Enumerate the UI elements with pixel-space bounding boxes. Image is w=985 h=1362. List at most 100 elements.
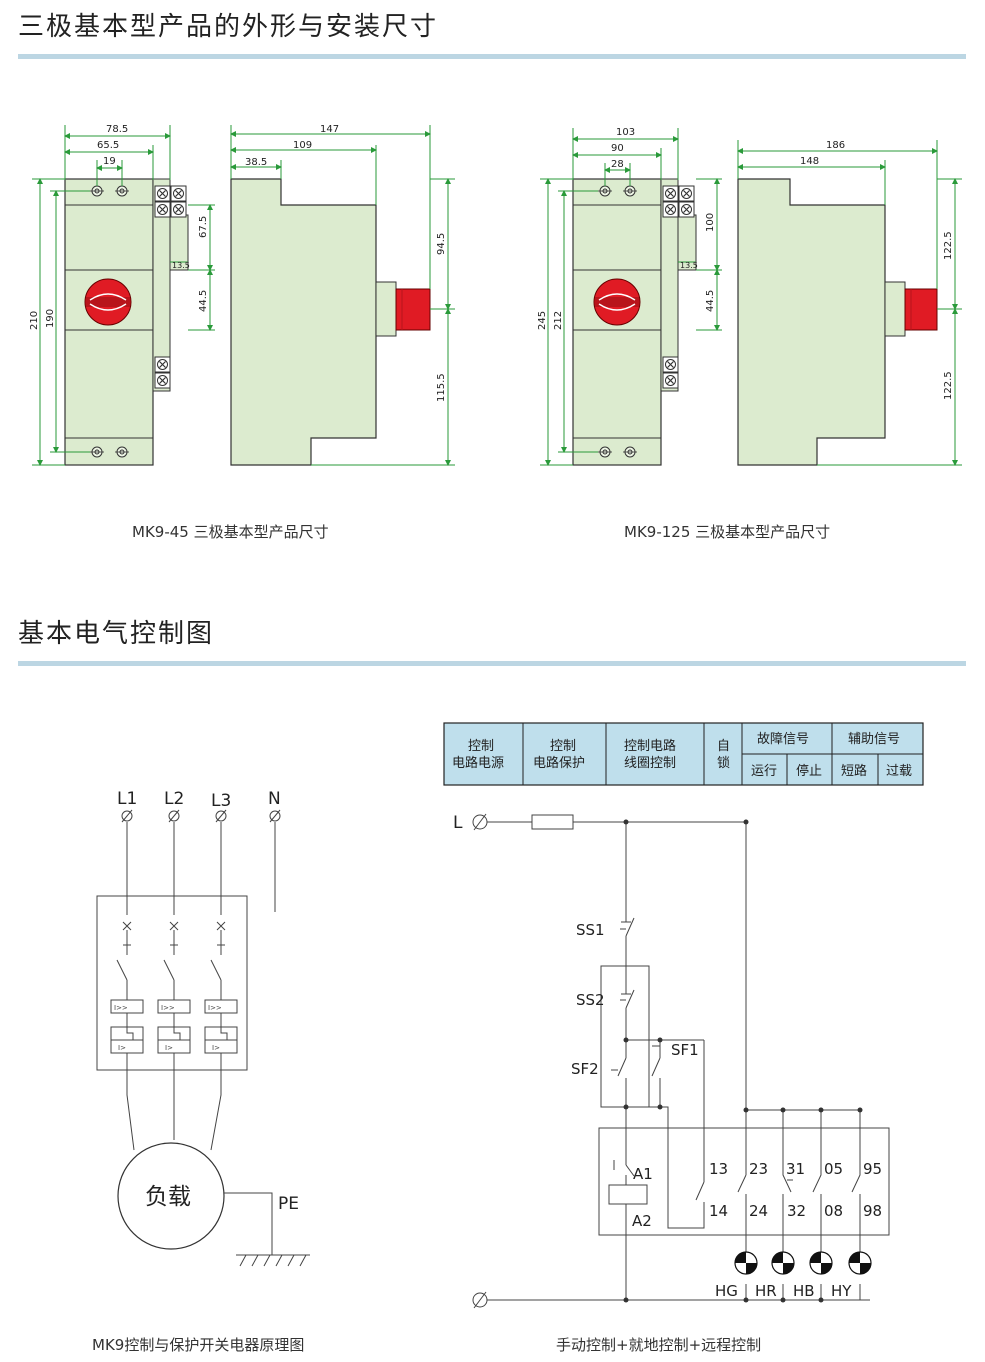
- lamp-label-hr: HR: [755, 1282, 777, 1300]
- table-header: 电路电源: [452, 755, 504, 771]
- load-label: 负载: [145, 1184, 191, 1210]
- indicator-lamps: [734, 1251, 872, 1275]
- section-title-control: 基本电气控制图: [18, 619, 215, 649]
- svg-text:I>: I>: [118, 1044, 126, 1052]
- schematic2-labels: L SS1 SS2 SF2 SF1 A1 A2 13 14 23 24 31 3…: [453, 813, 882, 1300]
- dim-label: 122.5: [943, 231, 954, 260]
- svg-text:I>: I>: [165, 1044, 173, 1052]
- table-header: 电路保护: [533, 755, 585, 771]
- pe-label: PE: [278, 1194, 299, 1214]
- switch-label-ss1: SS1: [576, 921, 605, 939]
- svg-text:I>>: I>>: [161, 1004, 175, 1012]
- dim-label: 122.5: [943, 371, 954, 400]
- terminal-label: 08: [824, 1202, 843, 1220]
- phase-label-n: N: [268, 789, 281, 809]
- dim-label: 13.5: [172, 261, 190, 270]
- lamp-label-hy: HY: [831, 1282, 852, 1300]
- drawing1-dim-labels: 78.5 65.5 19 210 190 67.5 44.5 13.5: [29, 124, 209, 330]
- drawing1-dimensions: [32, 125, 215, 466]
- drawing2-caption: MK9-125 三极基本型产品尺寸: [624, 523, 831, 541]
- table-cell: 短路: [841, 763, 867, 779]
- dim-label: 115.5: [436, 373, 447, 402]
- terminal-label: 14: [709, 1202, 728, 1220]
- drawing2-front-view: [572, 178, 697, 466]
- schematic1-terminals: [121, 809, 281, 823]
- dim-label: 103: [616, 127, 635, 138]
- dim-label: 212: [553, 311, 564, 330]
- dim-label: 90: [611, 143, 624, 154]
- table-header: 线圈控制: [624, 756, 676, 771]
- table-cell: 过载: [886, 764, 912, 779]
- terminal-label: 32: [787, 1202, 806, 1220]
- dim-label: 28: [611, 159, 624, 170]
- table-cell: 运行: [751, 764, 777, 779]
- dim-label: 147: [320, 124, 339, 135]
- dim-label: 109: [293, 140, 312, 151]
- dim-label: 148: [800, 156, 819, 167]
- drawing1-side-dims: [230, 125, 455, 466]
- svg-text:I>: I>: [212, 1044, 220, 1052]
- section-title-dimensions: 三极基本型产品的外形与安装尺寸: [18, 12, 439, 42]
- coil-label-a2: A2: [632, 1212, 652, 1230]
- switch-label-ss2: SS2: [576, 991, 605, 1009]
- switch-label-sf1: SF1: [671, 1041, 699, 1059]
- drawing1-side-labels: 147 109 38.5 94.5 115.5: [245, 124, 447, 402]
- dim-label: 186: [826, 140, 845, 151]
- terminal-label: 23: [749, 1160, 768, 1178]
- dim-label: 94.5: [436, 233, 447, 255]
- drawing2-dim-labels: 103 90 28 245 212 100 44.5 13.5: [537, 127, 716, 330]
- switch-label-sf2: SF2: [571, 1060, 599, 1078]
- coil-label-a1: A1: [633, 1165, 653, 1183]
- drawing1-side-view: [230, 178, 431, 466]
- section-divider: [18, 661, 966, 666]
- schematic1: [96, 822, 310, 1267]
- line-label: L: [453, 813, 463, 833]
- table-header: 自: [717, 739, 730, 754]
- terminal-label: 24: [749, 1202, 768, 1220]
- drawing1-front-view: [64, 178, 189, 466]
- drawing2-side-view: [737, 178, 938, 466]
- svg-text:I>>: I>>: [114, 1004, 128, 1012]
- drawing2-side-labels: 186 148 122.5 122.5: [800, 140, 954, 400]
- dim-label: 44.5: [705, 290, 716, 312]
- dim-label: 65.5: [97, 140, 119, 151]
- function-table: 控制 电路电源 控制 电路保护 控制电路 线圈控制 自 锁 故障信号 辅助信号 …: [443, 722, 924, 786]
- dim-label: 13.5: [680, 261, 698, 270]
- junction-dots: [623, 819, 863, 1303]
- dim-label: 100: [705, 213, 716, 232]
- schematic2-wiring: [472, 813, 890, 1309]
- dim-label: 245: [537, 311, 548, 330]
- drawing2-dimensions: [540, 128, 722, 466]
- section-divider: [18, 54, 966, 59]
- table-header: 控制: [550, 739, 576, 754]
- terminal-label: 13: [709, 1160, 728, 1178]
- lamp-label-hg: HG: [715, 1282, 738, 1300]
- dim-label: 67.5: [198, 216, 209, 238]
- table-header: 控制电路: [624, 738, 676, 754]
- terminal-label: 31: [786, 1160, 805, 1178]
- drawing2-side-dims: [737, 140, 962, 466]
- schematic1-labels: L1 L2 L3 N 负载 PE: [117, 789, 299, 1214]
- phase-label-l2: L2: [164, 789, 184, 809]
- dim-label: 38.5: [245, 157, 267, 168]
- dim-label: 19: [103, 156, 116, 167]
- terminal-label: 95: [863, 1160, 882, 1178]
- phase-label-l3: L3: [211, 791, 231, 811]
- dim-label: 190: [45, 309, 56, 328]
- terminal-label: 98: [863, 1202, 882, 1220]
- phase-label-l1: L1: [117, 789, 137, 809]
- trip-symbols: I>> I>> I>> I> I> I>: [114, 1004, 222, 1052]
- dim-label: 210: [29, 311, 40, 330]
- table-header: 故障信号: [757, 732, 809, 747]
- svg-text:I>>: I>>: [208, 1004, 222, 1012]
- table-header: 锁: [717, 755, 730, 771]
- table-cell: 停止: [796, 763, 822, 779]
- dim-label: 78.5: [106, 124, 128, 135]
- table-header: 控制: [468, 739, 494, 754]
- schematic1-caption: MK9控制与保护开关电器原理图: [92, 1336, 305, 1354]
- lamp-label-hb: HB: [793, 1282, 815, 1300]
- schematic2-caption: 手动控制+就地控制+远程控制: [556, 1336, 762, 1354]
- table-header: 辅助信号: [848, 732, 900, 747]
- dim-label: 44.5: [198, 290, 209, 312]
